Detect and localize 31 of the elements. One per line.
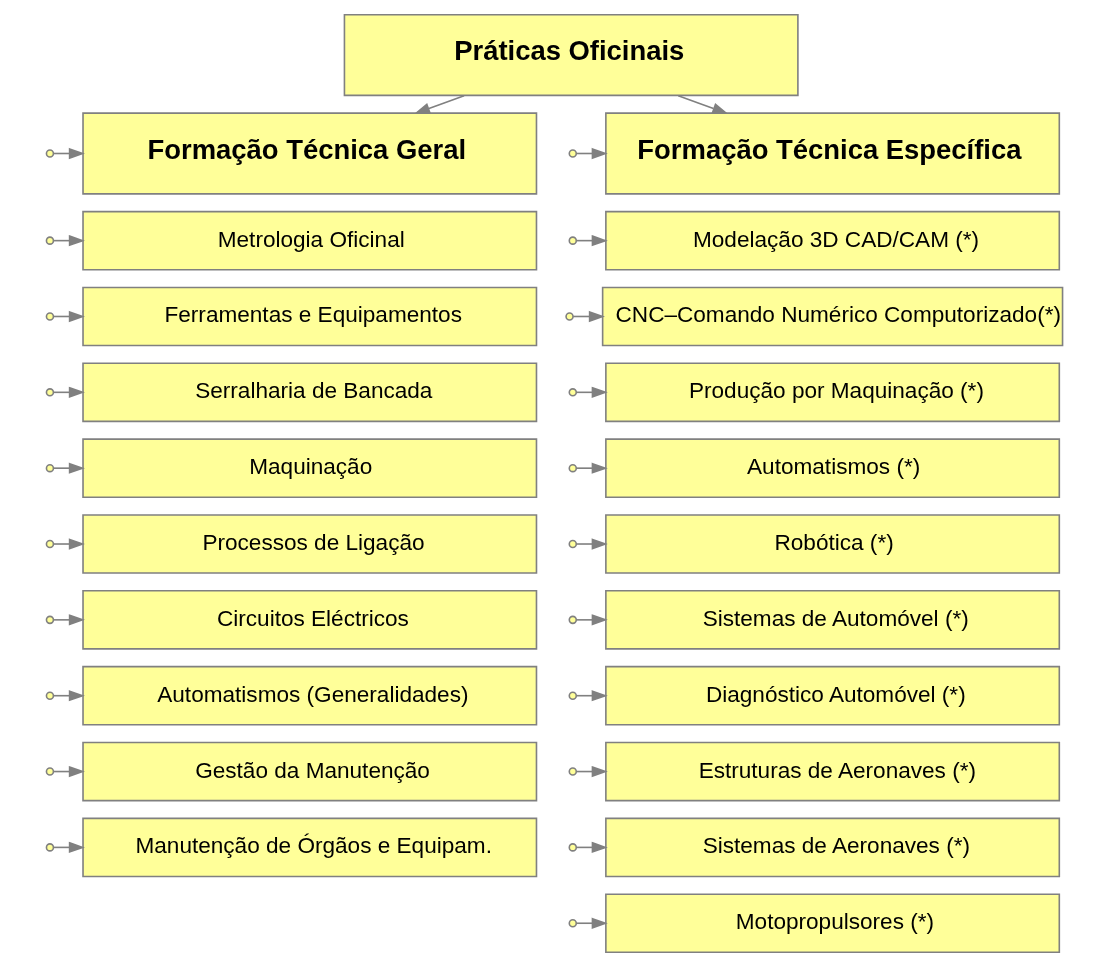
node-box: Sistemas de Automóvel (*) — [605, 590, 1061, 650]
node-box: Estruturas de Aeronaves (*) — [605, 741, 1061, 802]
arrow — [52, 614, 85, 626]
node-box: Maquinação — [82, 438, 538, 499]
node-box: Manutenção de Órgãos e Equipam. — [82, 817, 538, 878]
node-box: Motopropulsores (*) — [605, 893, 1061, 954]
node-box: Processos de Ligação — [82, 514, 538, 574]
node-box: Automatismos (*) — [605, 438, 1061, 499]
node-box: Metrologia Oficinal — [82, 210, 538, 271]
node-box: Diagnóstico Automóvel (*) — [605, 665, 1061, 726]
arrow — [575, 538, 608, 550]
node-box: Serralharia de Bancada — [82, 362, 538, 423]
arrow — [52, 462, 85, 474]
arrow — [52, 538, 85, 550]
node-box: Ferramentas e Equipamentos — [82, 286, 538, 347]
node-box: Robótica (*) — [605, 514, 1061, 574]
node-box: Modelação 3D CAD/CAM (*) — [605, 210, 1061, 271]
arrow — [575, 917, 608, 929]
arrow — [575, 690, 608, 702]
node-box: Automatismos (Generalidades) — [82, 665, 538, 726]
node-box: Circuitos Eléctricos — [82, 590, 538, 650]
arrow — [575, 462, 608, 474]
node-box: Formação Técnica Específica — [605, 112, 1061, 195]
node-box: Formação Técnica Geral — [82, 112, 538, 195]
arrow — [575, 614, 608, 626]
node-box: CNC–Comando Numérico Computorizado(*) — [601, 286, 1064, 347]
node-box: Sistemas de Aeronaves (*) — [605, 817, 1061, 878]
node-box: Gestão da Manutenção — [82, 741, 538, 802]
node-box: Práticas Oficinais — [343, 13, 799, 97]
arrow — [52, 690, 85, 702]
node-box: Produção por Maquinação (*) — [605, 362, 1061, 423]
